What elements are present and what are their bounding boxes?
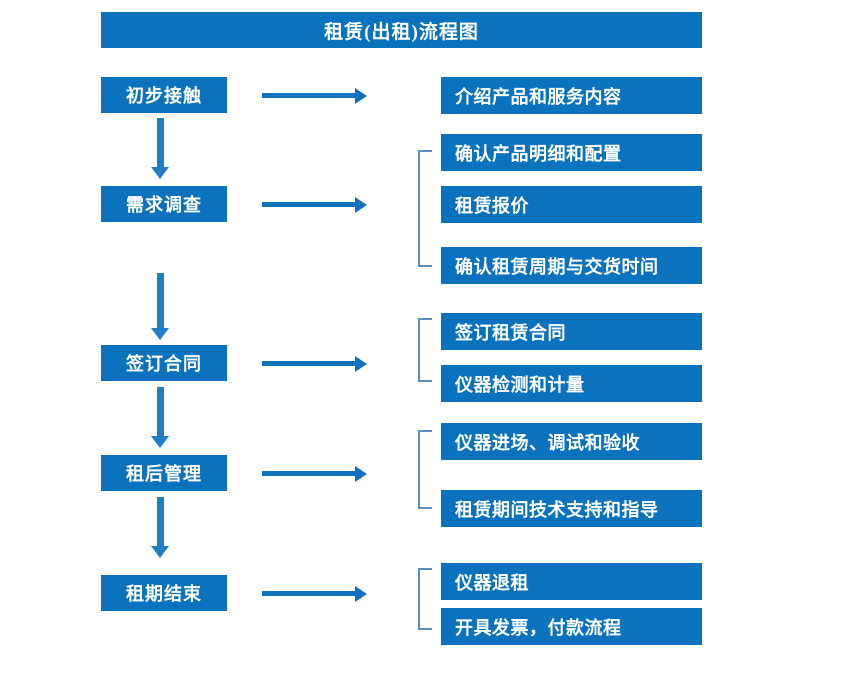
- stage-node-5[interactable]: 租期结束: [101, 575, 227, 611]
- flow-arrow-right-2: [262, 196, 367, 213]
- flow-arrow-down-4: [151, 497, 169, 558]
- flow-arrow-down-1: [151, 118, 169, 179]
- detail-node-2-2[interactable]: 租赁报价: [441, 186, 702, 223]
- detail-node-4-1[interactable]: 仪器进场、调试和验收: [441, 423, 702, 460]
- flow-arrow-right-3: [262, 355, 367, 372]
- detail-node-4-2[interactable]: 租赁期间技术支持和指导: [441, 490, 702, 527]
- stage-node-4[interactable]: 租后管理: [101, 455, 227, 491]
- stage-node-2[interactable]: 需求调查: [101, 186, 227, 222]
- detail-node-2-1[interactable]: 确认产品明细和配置: [441, 134, 702, 171]
- detail-node-5-2[interactable]: 开具发票，付款流程: [441, 608, 702, 645]
- flow-arrow-right-1: [262, 87, 367, 104]
- stage-node-1[interactable]: 初步接触: [101, 77, 227, 113]
- stage-node-3[interactable]: 签订合同: [101, 345, 227, 381]
- detail-node-5-1[interactable]: 仪器退租: [441, 563, 702, 600]
- detail-node-3-1[interactable]: 签订租赁合同: [441, 313, 702, 350]
- flow-arrow-right-5: [262, 585, 367, 602]
- flow-arrow-right-4: [262, 465, 367, 482]
- group-bracket-2: [418, 150, 432, 267]
- page-title: 租赁(出租)流程图: [101, 12, 702, 48]
- detail-node-3-2[interactable]: 仪器检测和计量: [441, 365, 702, 402]
- group-bracket-4: [418, 430, 432, 509]
- detail-node-2-3[interactable]: 确认租赁周期与交货时间: [441, 247, 702, 284]
- group-bracket-3: [418, 318, 432, 382]
- flow-arrow-down-3: [151, 387, 169, 448]
- detail-node-1-1[interactable]: 介绍产品和服务内容: [441, 77, 702, 114]
- group-bracket-5: [418, 568, 432, 630]
- flow-arrow-down-2: [151, 273, 169, 340]
